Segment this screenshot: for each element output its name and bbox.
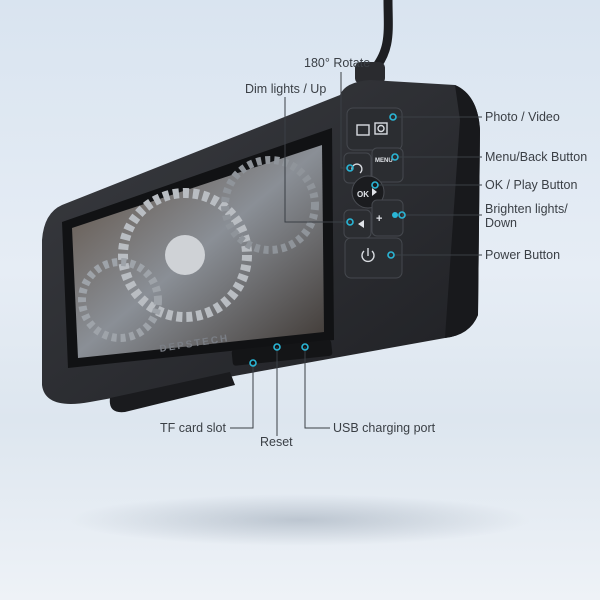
menu-icon: MENU — [375, 158, 393, 164]
label-dim-lights: Dim lights / Up — [245, 82, 326, 96]
power-button[interactable] — [344, 237, 403, 279]
menu-button[interactable]: MENU — [371, 147, 404, 183]
ok-play-icon — [372, 188, 377, 196]
leader-lines — [230, 72, 482, 436]
plus-label: + — [376, 213, 382, 225]
brighten-icon — [392, 212, 398, 218]
label-180-rotate: 180° Rotate — [304, 56, 370, 70]
floor-shadow — [70, 494, 530, 546]
label-tf-card: TF card slot — [160, 421, 227, 435]
label-photo-video: Photo / Video — [485, 110, 560, 124]
cable-strain-relief — [355, 62, 385, 84]
label-usb: USB charging port — [333, 421, 436, 435]
brighten-button[interactable]: + — [371, 199, 404, 237]
port-strip — [231, 339, 333, 366]
volume-left-icon — [358, 220, 364, 228]
photo-video-icon — [356, 122, 388, 136]
label-ok-play: OK / Play Button — [485, 178, 577, 192]
label-brighten-line2: Down — [485, 216, 517, 230]
gear-image — [78, 156, 319, 342]
rotate-icon — [351, 163, 363, 174]
label-reset: Reset — [260, 435, 293, 449]
label-menu-back: Menu/Back Button — [485, 150, 587, 164]
ok-label: OK — [357, 190, 369, 199]
label-brighten-line1: Brighten lights/ — [485, 202, 568, 216]
side-panel — [445, 85, 480, 338]
bottom-grip — [109, 372, 235, 413]
power-icon — [361, 248, 375, 263]
label-power: Power Button — [485, 248, 560, 262]
cable — [368, 0, 393, 76]
